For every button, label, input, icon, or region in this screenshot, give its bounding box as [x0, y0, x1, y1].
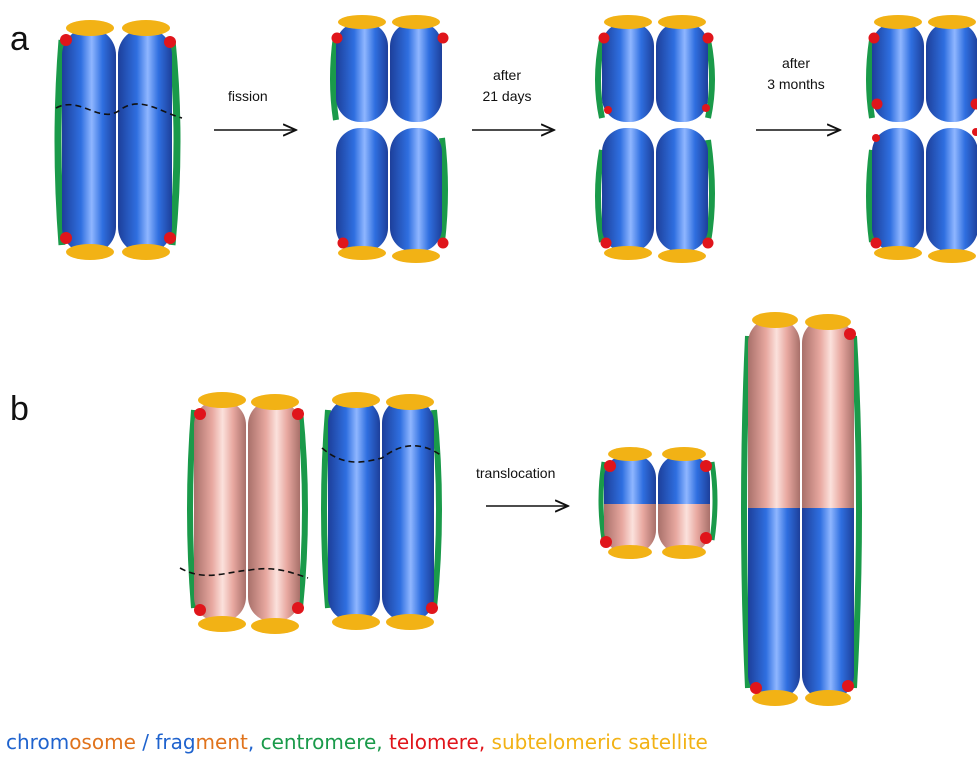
panel-a-3m-bottom: [869, 128, 977, 263]
legend-telomere: telomere,: [389, 730, 485, 754]
panel-b-small-product: [600, 447, 715, 559]
legend-chromosome-part1: chrom: [6, 730, 69, 754]
legend-sep2: ,: [376, 730, 389, 754]
panel-a-original-chromosome: [56, 20, 182, 260]
color-legend: chromosome / fragment, centromere, telom…: [6, 730, 708, 754]
panel-a-21d-bottom: [598, 128, 714, 263]
panel-b-large-product: [744, 312, 859, 706]
after-3-months-label-line2: 3 months: [767, 76, 825, 92]
panel-a-fragment-top: [332, 15, 449, 122]
panel-b-label: b: [10, 390, 29, 428]
panel-b-pink-chromosome: [180, 392, 308, 634]
after-21-days-label-line2: 21 days: [482, 88, 531, 104]
panel-a-3m-top: [869, 15, 977, 122]
legend-centromere: centromere: [261, 730, 377, 754]
legend-satellite: subtelomeric satellite: [492, 730, 708, 754]
legend-fragment-part1: frag: [155, 730, 195, 754]
translocation-label: translocation: [476, 465, 555, 481]
fission-label: fission: [228, 88, 268, 104]
legend-fragment-part2: ment: [196, 730, 248, 754]
legend-sep1: ,: [248, 730, 261, 754]
panel-a-21d-top: [598, 15, 714, 122]
after-3-months-label-line1: after: [782, 55, 810, 71]
after-21-days-label-line1: after: [493, 67, 521, 83]
legend-chromosome-part2: osome: [69, 730, 136, 754]
panel-a-label: a: [10, 20, 29, 58]
legend-slash: /: [136, 730, 155, 754]
panel-b-blue-chromosome: [322, 392, 442, 630]
panel-a-fragment-bottom: [336, 128, 449, 263]
